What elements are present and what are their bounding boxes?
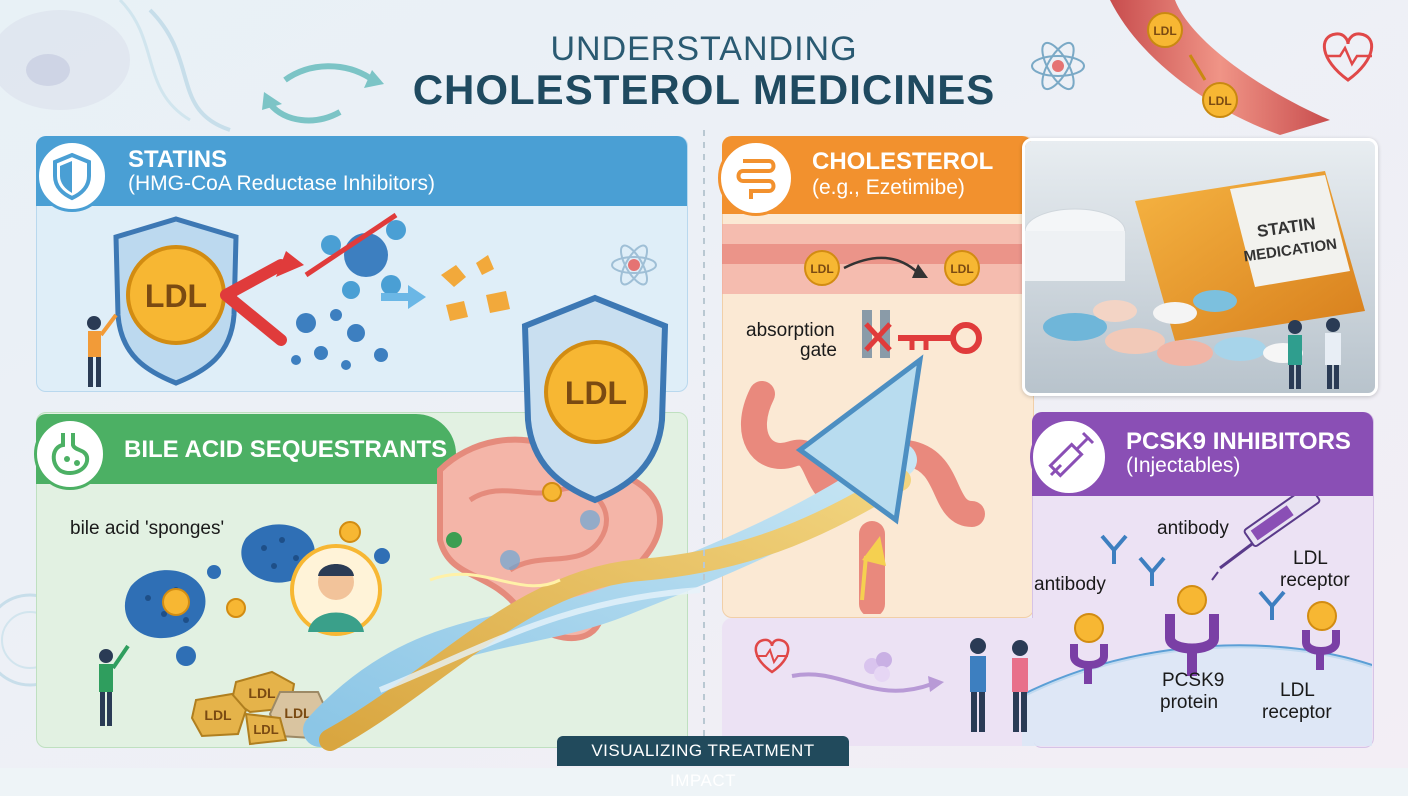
- pcsk9-receptor: [1165, 585, 1219, 676]
- statin-bottle-illustration: STATIN MEDICATION: [1025, 141, 1375, 393]
- ldl-rock-label: LDL: [284, 705, 312, 721]
- ldl-rock-label: LDL: [253, 722, 278, 737]
- heart-pulse-icon: [1322, 32, 1374, 82]
- absorption-gate-label-line2: gate: [800, 340, 837, 361]
- footer-banner: VISUALIZING TREATMENT IMPACT: [557, 736, 849, 790]
- pcsk9-protein-line1: PCSK9: [1162, 670, 1225, 691]
- person-figure: [99, 644, 130, 726]
- pcsk9-icon-circle: [1030, 418, 1108, 496]
- person-figure: [87, 313, 118, 387]
- ldl-receptor-top-line2: receptor: [1280, 570, 1350, 591]
- cholesterol-icon-circle: [718, 140, 794, 216]
- statins-ldl-label: LDL: [145, 278, 207, 314]
- bile-icon-circle: [34, 418, 106, 490]
- statins-illustration: LDL: [87, 212, 657, 387]
- vessel-ldl-particle: [1147, 12, 1183, 48]
- vessel-ldl-label: LDL: [1208, 94, 1231, 108]
- antibody: [1100, 534, 1286, 620]
- pcsk9-title: PCSK9 INHIBITORS: [1126, 428, 1351, 455]
- broken-enzyme-pieces: [291, 309, 388, 370]
- cholesterol-ldl-label: LDL: [950, 262, 973, 276]
- absorption-gate: [862, 310, 872, 358]
- intestine-icon: [736, 159, 776, 199]
- ldl-rock-label: LDL: [204, 707, 232, 723]
- ldl-rock-pile: LDL LDL LDL LDL: [190, 670, 330, 746]
- ldl-rock-label: LDL: [248, 685, 276, 701]
- ldl-receptor-bottom-line1: LDL: [1280, 680, 1315, 701]
- cholesterol-ldl-label: LDL: [810, 262, 833, 276]
- people-figures: [970, 638, 1028, 732]
- cholesterol-ldl-particle: [944, 250, 980, 286]
- doctor-figures: [1288, 318, 1341, 389]
- ldl-receptor-bottom-line2: receptor: [1262, 702, 1332, 723]
- heart-pulse-icon: [754, 638, 790, 674]
- syringe-icon: [1048, 431, 1095, 478]
- vessel-ldl-layer: LDL LDL: [262, 12, 1374, 124]
- cholesterol-ldl-particle: [804, 250, 840, 286]
- key-icon: [898, 322, 982, 354]
- cholesterol-subtitle: (e.g., Ezetimibe): [812, 176, 965, 199]
- statins-title: STATINS: [128, 146, 228, 173]
- atom-icon: [1031, 41, 1085, 91]
- statins-icon-circle: [36, 140, 108, 212]
- pcsk9-subtitle: (Injectables): [1126, 454, 1241, 477]
- antibody-label-top: antibody: [1157, 518, 1229, 539]
- ldl-receptor: [1302, 601, 1340, 670]
- bile-title: BILE ACID SEQUESTRANTS: [124, 436, 448, 463]
- ldl-receptor-top-line1: LDL: [1293, 548, 1328, 569]
- ldl-fragments: [441, 255, 510, 321]
- bile-illustration: LDL LDL LDL LDL: [99, 521, 456, 746]
- vessel-ldl-label: LDL: [1153, 24, 1176, 38]
- page-title-line2: CHOLESTEROL MEDICINES: [412, 66, 996, 113]
- statin-bottle-photo: STATIN MEDICATION: [1022, 138, 1378, 396]
- page-title-line1: UNDERSTANDING: [550, 30, 858, 68]
- atom-icon: [611, 244, 657, 286]
- block-arrow: [220, 259, 287, 346]
- cholesterol-title: CHOLESTEROL: [812, 148, 994, 175]
- antibody-label-left: antibody: [1034, 574, 1106, 595]
- ldl-receptor: [1070, 613, 1108, 684]
- enzyme-molecule: [304, 212, 406, 299]
- shield-icon: [53, 152, 91, 201]
- statins-subtitle: (HMG-CoA Reductase Inhibitors): [128, 172, 435, 195]
- syringe: [1211, 496, 1321, 581]
- absorption-gate-label-line1: absorption: [746, 320, 835, 341]
- pcsk9-protein-line2: protein: [1160, 692, 1219, 713]
- vessel-ldl-particle: [1202, 82, 1238, 118]
- pcsk9-illustration: [754, 496, 1372, 746]
- statins-header: [36, 136, 687, 206]
- patient-portrait: [290, 544, 382, 636]
- cycle-arrows-icon: [262, 63, 384, 124]
- bile-sponges-label: bile acid 'sponges': [70, 518, 225, 539]
- stomach-icon: [51, 433, 90, 476]
